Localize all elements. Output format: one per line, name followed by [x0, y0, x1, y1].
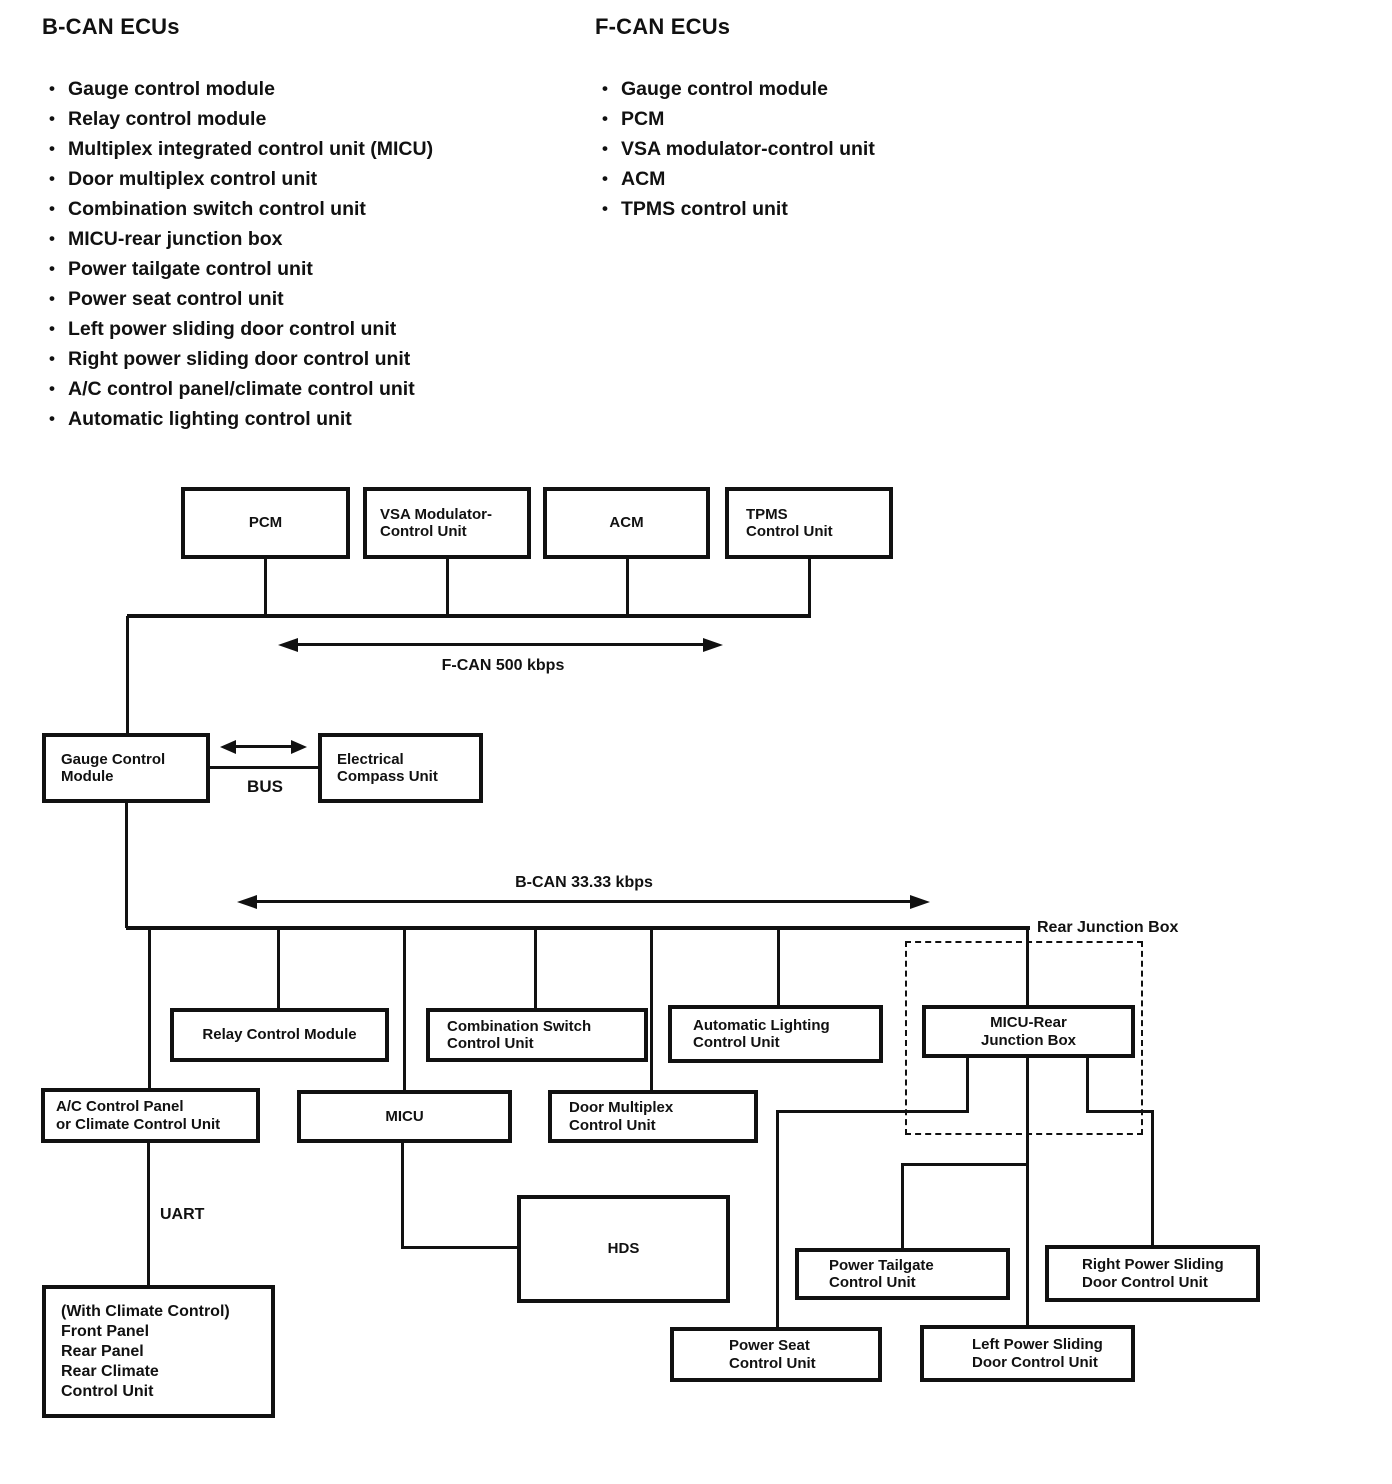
- connector-micu-rear-right-v: [1086, 1058, 1089, 1113]
- connector-micu-rear-drop: [1026, 928, 1029, 1005]
- box-automatic-lighting-control-unit: Automatic Lighting Control Unit: [668, 1005, 883, 1063]
- list-item: ACM: [595, 164, 875, 194]
- box-right-power-sliding-door-control-unit: Right Power Sliding Door Control Unit: [1045, 1245, 1260, 1302]
- connector-uart: [147, 1143, 150, 1285]
- connector-right-psd-v: [1151, 1110, 1154, 1245]
- box-micu: MICU: [297, 1090, 512, 1143]
- fcan-bus-arrow: [278, 638, 723, 652]
- connector-tailgate-h: [901, 1163, 1029, 1166]
- arrow-shaft: [253, 900, 914, 903]
- connector-micu-rear-center: [1026, 1058, 1029, 1325]
- gauge-compass-arrow: [220, 740, 307, 754]
- connector-micu-drop: [403, 928, 406, 1090]
- list-item: TPMS control unit: [595, 194, 875, 224]
- connector-relay-drop: [277, 928, 280, 1008]
- connector-micu-rear-left-v: [966, 1058, 969, 1113]
- list-item: Power seat control unit: [42, 284, 433, 314]
- gauge-compass-bus-label: BUS: [247, 777, 283, 796]
- bcan-ecu-list: Gauge control module Relay control modul…: [42, 74, 433, 434]
- list-item: Multiplex integrated control unit (MICU): [42, 134, 433, 164]
- box-tpms-control-unit: TPMS Control Unit: [725, 487, 893, 559]
- list-item: PCM: [595, 104, 875, 134]
- list-item: Left power sliding door control unit: [42, 314, 433, 344]
- box-hds: HDS: [517, 1195, 730, 1303]
- rear-junction-box-label: Rear Junction Box: [1037, 919, 1179, 936]
- connector-pcm-drop: [264, 559, 267, 616]
- connector-comb-switch-drop: [534, 928, 537, 1008]
- list-item: Power tailgate control unit: [42, 254, 433, 284]
- uart-label: UART: [160, 1206, 205, 1223]
- list-item: Gauge control module: [595, 74, 875, 104]
- connector-door-mux-drop: [650, 928, 653, 1090]
- box-vsa-modulator-control-unit: VSA Modulator- Control Unit: [363, 487, 531, 559]
- connector-tailgate-v: [901, 1163, 904, 1248]
- fcan-list-heading: F-CAN ECUs: [595, 14, 731, 39]
- box-ac-control-panel: A/C Control Panel or Climate Control Uni…: [41, 1088, 260, 1143]
- connector-gauge-compass: [210, 766, 318, 769]
- connector-fcan-to-gauge: [126, 616, 129, 733]
- connector-micu-hds-v: [401, 1143, 404, 1249]
- arrowhead-right-icon: [703, 638, 723, 652]
- connector-power-seat-h: [777, 1110, 969, 1113]
- list-item: A/C control panel/climate control unit: [42, 374, 433, 404]
- connector-vsa-drop: [446, 559, 449, 616]
- rear-junction-box-outline: [905, 941, 1143, 1135]
- connector-tpms-drop: [808, 559, 811, 618]
- connector-right-psd-h: [1086, 1110, 1154, 1113]
- fcan-bus-line: [127, 614, 811, 618]
- bcan-bus-arrow: [237, 895, 930, 909]
- list-item: Door multiplex control unit: [42, 164, 433, 194]
- arrowhead-left-icon: [237, 895, 257, 909]
- bcan-bus-line: [126, 926, 1030, 930]
- list-item: VSA modulator-control unit: [595, 134, 875, 164]
- box-combination-switch-control-unit: Combination Switch Control Unit: [426, 1008, 648, 1062]
- arrow-shaft: [294, 643, 707, 646]
- box-climate-control-unit: (With Climate Control) Front Panel Rear …: [42, 1285, 275, 1418]
- list-item: Automatic lighting control unit: [42, 404, 433, 434]
- arrowhead-left-icon: [220, 740, 236, 754]
- box-acm: ACM: [543, 487, 710, 559]
- bcan-bus-label: B-CAN 33.33 kbps: [515, 874, 653, 891]
- box-power-seat-control-unit: Power Seat Control Unit: [670, 1327, 882, 1382]
- list-item: MICU-rear junction box: [42, 224, 433, 254]
- connector-micu-hds-h: [401, 1246, 517, 1249]
- box-electrical-compass-unit: Electrical Compass Unit: [318, 733, 483, 803]
- connector-acm-drop: [626, 559, 629, 616]
- box-pcm: PCM: [181, 487, 350, 559]
- list-item: Right power sliding door control unit: [42, 344, 433, 374]
- bcan-list-heading: B-CAN ECUs: [42, 14, 180, 39]
- arrowhead-right-icon: [910, 895, 930, 909]
- box-door-multiplex-control-unit: Door Multiplex Control Unit: [548, 1090, 758, 1143]
- arrow-shaft: [233, 745, 294, 748]
- box-left-power-sliding-door-control-unit: Left Power Sliding Door Control Unit: [920, 1325, 1135, 1382]
- list-item: Gauge control module: [42, 74, 433, 104]
- connector-auto-light-drop: [777, 928, 780, 1006]
- fcan-ecu-list: Gauge control module PCM VSA modulator-c…: [595, 74, 875, 224]
- box-relay-control-module: Relay Control Module: [170, 1008, 389, 1062]
- box-power-tailgate-control-unit: Power Tailgate Control Unit: [795, 1248, 1010, 1300]
- arrowhead-right-icon: [291, 740, 307, 754]
- fcan-bus-label: F-CAN 500 kbps: [441, 657, 565, 674]
- arrowhead-left-icon: [278, 638, 298, 652]
- connector-ac-panel-drop: [148, 928, 151, 1088]
- connector-power-seat-v: [776, 1110, 779, 1327]
- connector-gauge-to-bcan: [125, 803, 128, 928]
- list-item: Relay control module: [42, 104, 433, 134]
- box-micu-rear-junction-box: MICU-Rear Junction Box: [922, 1005, 1135, 1058]
- list-item: Combination switch control unit: [42, 194, 433, 224]
- box-gauge-control-module: Gauge Control Module: [42, 733, 210, 803]
